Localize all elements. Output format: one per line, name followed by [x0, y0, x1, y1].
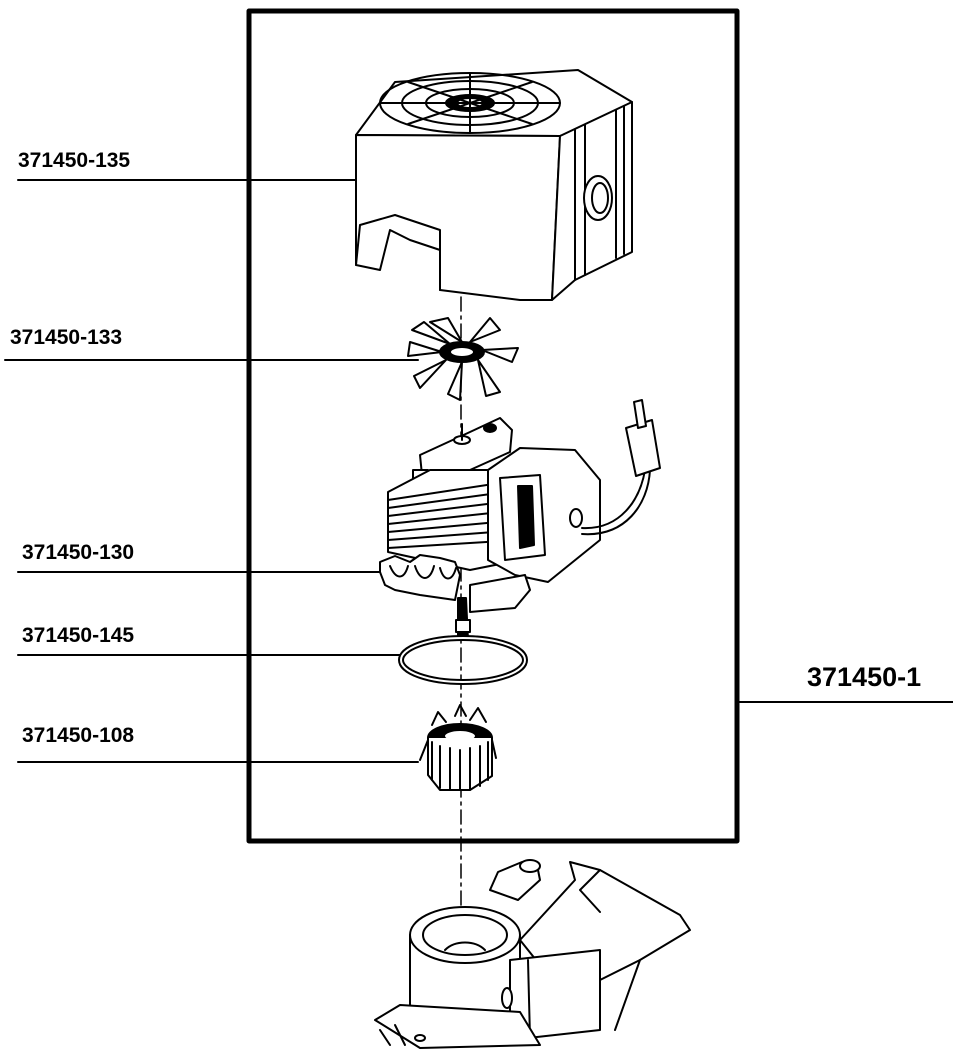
label-housing-cover: 371450-135 — [18, 149, 131, 172]
impeller-icon — [419, 704, 497, 791]
label-assembly: 371450-1 — [807, 662, 922, 692]
pump-base-icon — [374, 859, 691, 1049]
motor-icon — [379, 399, 661, 641]
assembly-frame — [246, 8, 740, 844]
label-o-ring: 371450-145 — [22, 624, 135, 647]
fan-blade-icon — [407, 317, 519, 401]
o-ring-icon — [398, 635, 528, 685]
label-impeller: 371450-108 — [22, 724, 135, 747]
housing-cover-icon — [355, 69, 633, 301]
label-fan-blade: 371450-133 — [10, 326, 123, 349]
label-motor: 371450-130 — [22, 541, 135, 564]
